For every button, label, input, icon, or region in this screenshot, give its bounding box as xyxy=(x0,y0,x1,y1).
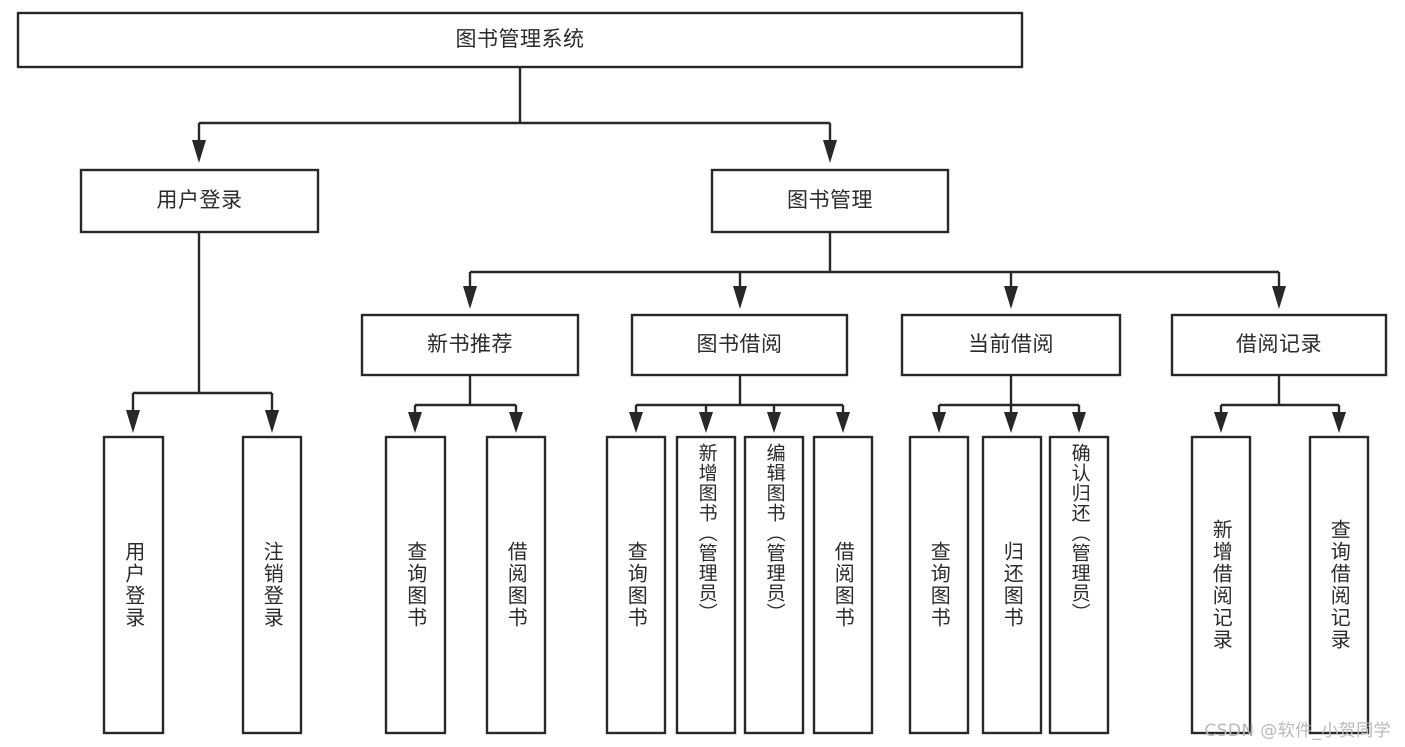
arrow-head-leaf-add-borrow-record xyxy=(1214,412,1228,433)
node-label-leaf-query-book-2: 查询图书 xyxy=(624,541,649,629)
node-label-user-login: 用户登录 xyxy=(156,188,243,213)
arrow-head-new-book-recommend xyxy=(463,286,477,309)
arrow-head-leaf-edit-book-admin xyxy=(767,412,781,433)
edge-book-management-to-level3 xyxy=(463,232,1286,309)
node-box-leaf-borrow-book-1[interactable] xyxy=(485,435,547,735)
edge-root-to-level2 xyxy=(192,67,837,163)
csdn-watermark: CSDN @软件_小贺同学 xyxy=(1204,721,1391,741)
node-label-borrow-record: 借阅记录 xyxy=(1236,332,1322,357)
arrow-head-leaf-query-book-1 xyxy=(408,412,422,433)
arrow-head-leaf-query-book-2 xyxy=(629,412,643,433)
arrow-head-leaf-add-book-admin xyxy=(699,412,713,433)
node-box-leaf-add-borrow-record[interactable] xyxy=(1190,435,1252,735)
node-label-leaf-user-login: 用户登录 xyxy=(121,541,146,629)
arrow-head-leaf-query-borrow-record xyxy=(1332,412,1346,433)
arrow-head-leaf-user-logout xyxy=(265,410,279,433)
node-label-leaf-query-borrow-record: 查询借阅记录 xyxy=(1327,519,1352,651)
node-label-leaf-user-logout: 注销登录 xyxy=(260,541,285,629)
arrow-head-user-login xyxy=(192,140,206,163)
node-label-leaf-confirm-return-admin: 确认归还（管理员） xyxy=(1068,443,1091,623)
edge-book-borrow-to-leaves xyxy=(629,375,850,433)
arrow-head-borrow-record xyxy=(1272,286,1286,309)
arrow-head-book-borrow xyxy=(733,286,747,309)
arrow-head-leaf-user-login xyxy=(126,410,140,433)
node-label-book-management: 图书管理 xyxy=(787,188,873,213)
node-label-current-borrow: 当前借阅 xyxy=(968,332,1054,357)
node-label-leaf-borrow-book-2: 借阅图书 xyxy=(831,541,856,629)
node-box-leaf-add-book-admin[interactable] xyxy=(675,435,737,735)
node-label-leaf-add-book-admin: 新增图书（管理员） xyxy=(695,443,718,623)
node-box-leaf-user-logout[interactable] xyxy=(241,435,303,735)
node-box-leaf-user-login[interactable] xyxy=(102,435,165,735)
arrow-head-leaf-borrow-book-2 xyxy=(836,412,850,433)
arrow-head-book-management xyxy=(823,140,837,163)
arrow-head-leaf-query-book-3 xyxy=(932,412,946,433)
node-box-leaf-query-book-1[interactable] xyxy=(384,435,447,735)
node-box-leaf-borrow-book-2[interactable] xyxy=(812,435,874,735)
node-label-leaf-add-borrow-record: 新增借阅记录 xyxy=(1209,519,1234,651)
node-box-leaf-confirm-return-admin[interactable] xyxy=(1048,435,1110,735)
node-label-new-book-recommend: 新书推荐 xyxy=(427,332,513,357)
node-label-leaf-borrow-book-1: 借阅图书 xyxy=(504,541,529,629)
arrow-head-leaf-confirm-return-admin xyxy=(1072,412,1086,433)
arrow-head-leaf-borrow-book-1 xyxy=(509,412,523,433)
edge-borrow-record-to-leaves xyxy=(1214,375,1346,433)
node-label-book-borrow: 图书借阅 xyxy=(696,332,783,357)
node-label-leaf-query-book-1: 查询图书 xyxy=(403,541,428,629)
edge-user-login-to-leaves xyxy=(126,232,279,433)
node-box-leaf-query-book-3[interactable] xyxy=(908,435,970,735)
node-box-leaf-query-book-2[interactable] xyxy=(605,435,667,735)
node-box-new-book-recommend[interactable] xyxy=(360,313,580,377)
edge-current-borrow-to-leaves xyxy=(932,375,1086,433)
node-box-leaf-edit-book-admin[interactable] xyxy=(743,435,805,735)
edge-new-book-recommend-to-leaves xyxy=(408,375,523,433)
node-box-leaf-return-book[interactable] xyxy=(981,435,1043,735)
node-label-leaf-return-book: 归还图书 xyxy=(1000,541,1025,629)
arrow-head-current-borrow xyxy=(1004,286,1018,309)
node-label-leaf-edit-book-admin: 编辑图书（管理员） xyxy=(763,443,786,623)
node-box-leaf-query-borrow-record[interactable] xyxy=(1308,435,1370,735)
arrow-head-leaf-return-book xyxy=(1004,412,1018,433)
node-label-leaf-query-book-3: 查询图书 xyxy=(927,541,952,629)
node-label-root: 图书管理系统 xyxy=(455,27,585,52)
node-box-root[interactable] xyxy=(16,11,1024,69)
node-box-current-borrow[interactable] xyxy=(900,313,1122,377)
node-box-user-login[interactable] xyxy=(79,168,320,234)
